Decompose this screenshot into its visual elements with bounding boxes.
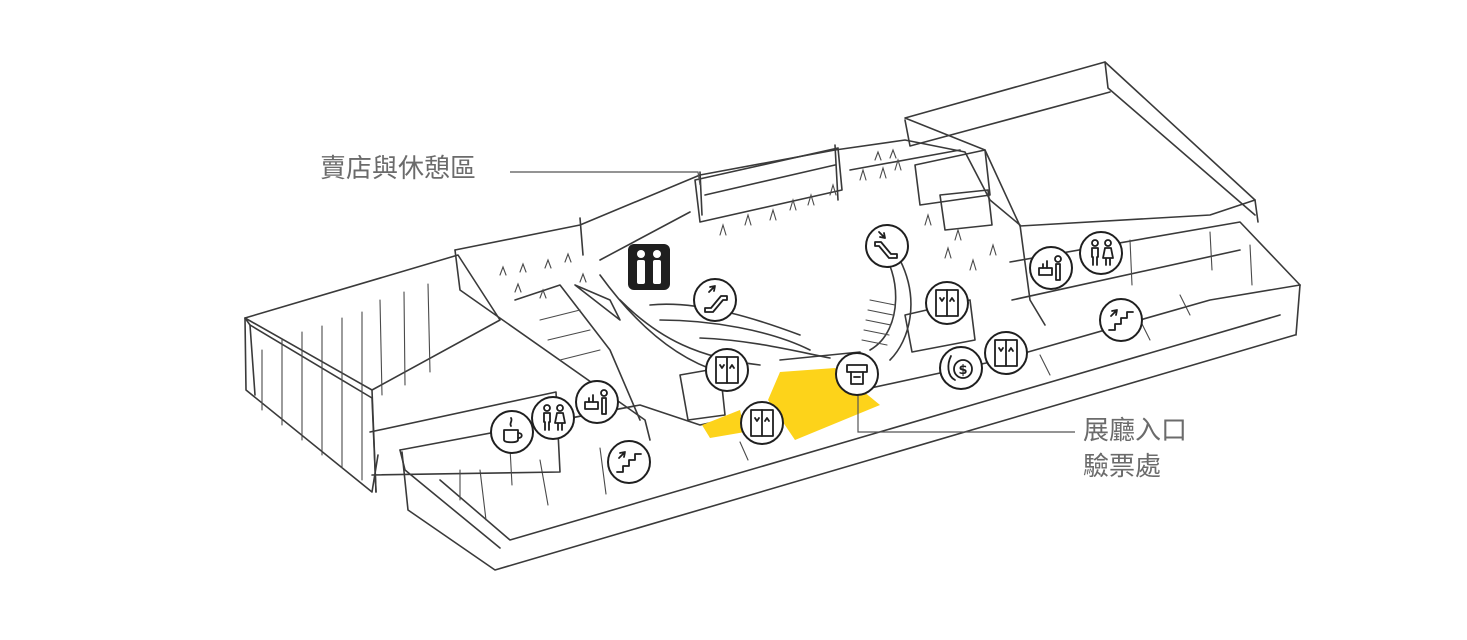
atm-icon: $: [939, 346, 983, 390]
svg-text:$: $: [958, 363, 967, 378]
entrance-leader-line: [857, 392, 1075, 433]
main-hall-walls: [454, 139, 1046, 441]
information-desk-icon: [575, 380, 619, 424]
escalator-up-icon: [693, 278, 737, 322]
concessions-label: 賣店與休憩區: [320, 154, 477, 184]
elevator-icon: [984, 331, 1028, 375]
elevator-icon: [925, 281, 969, 325]
entrance-label-line2: 驗票處: [1083, 452, 1162, 482]
toilets-pictogram-icon: [628, 244, 670, 290]
cafe-icon: [490, 410, 534, 454]
entrance-label-line1: 展廳入口: [1083, 416, 1188, 446]
information-desk-icon: [1029, 246, 1073, 290]
right-wing-block: [904, 61, 1259, 227]
elevator-icon: [705, 348, 749, 392]
concessions-leader-line: [510, 171, 701, 186]
escalator-down-icon: [865, 224, 909, 268]
ticket-icon: [835, 352, 879, 396]
people-figures: [499, 148, 997, 299]
restroom-icon: [1079, 231, 1123, 275]
stairs-icon: [607, 440, 651, 484]
leader-lines: [510, 171, 1075, 433]
elevator-icon: [740, 401, 784, 445]
restroom-icon: [531, 396, 575, 440]
left-wing-block: [244, 254, 501, 493]
stairs-icon: [1099, 298, 1143, 342]
